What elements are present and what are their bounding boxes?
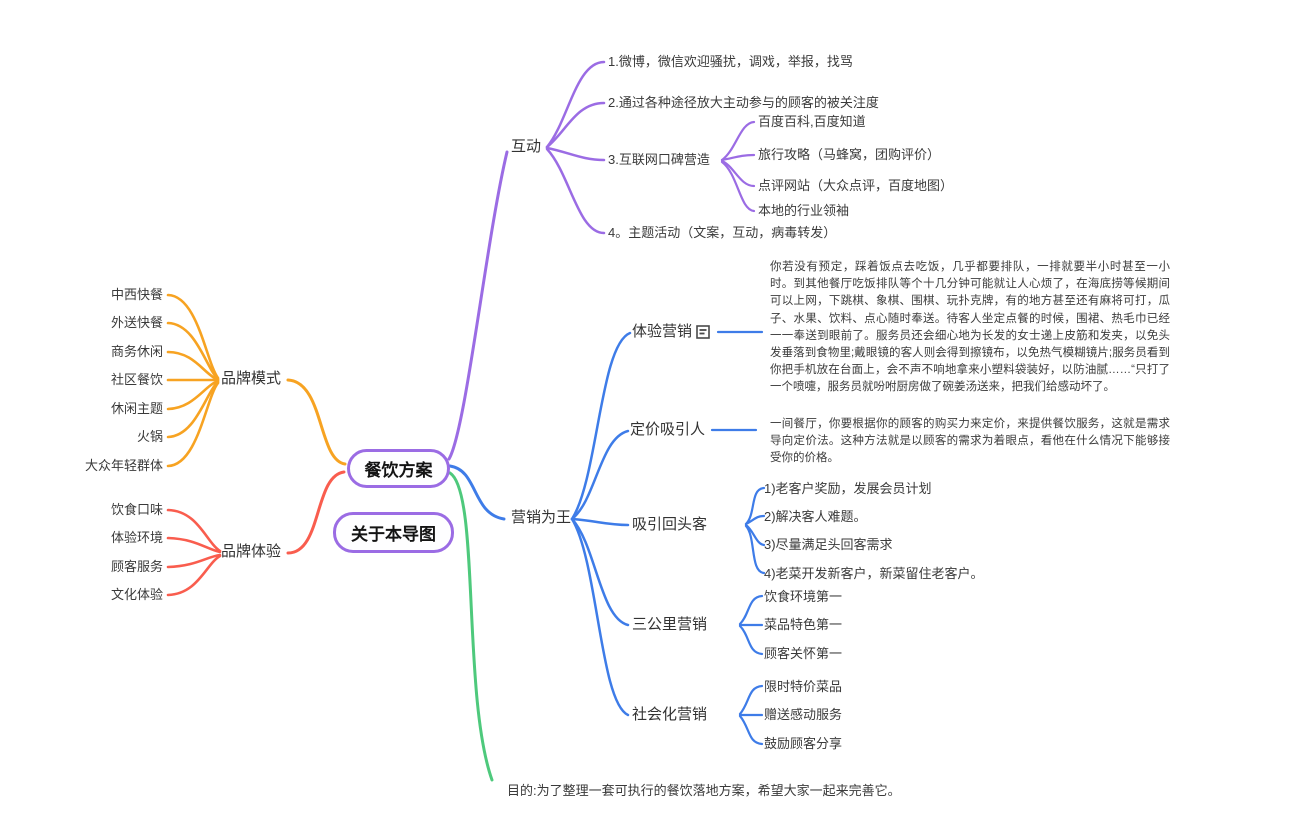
brand-mode-child[interactable]: 外送快餐 xyxy=(110,315,163,330)
repeat-customers-label[interactable]: 吸引回头客 xyxy=(632,516,708,533)
brand-mode-child[interactable]: 大众年轻群体 xyxy=(84,458,163,473)
experience-marketing-label[interactable]: 体验营销 xyxy=(632,323,693,340)
brand-experience-child[interactable]: 饮食口味 xyxy=(110,502,163,517)
reputation-child[interactable]: 旅行攻略（马蜂窝，团购评价） xyxy=(758,147,941,162)
repeat-customers-child[interactable]: 3)尽量满足头回客需求 xyxy=(764,537,893,552)
marketing-label[interactable]: 营销为王 xyxy=(511,509,572,526)
social-marketing-child[interactable]: 赠送感动服务 xyxy=(764,707,843,722)
purpose-label[interactable]: 目的:为了整理一套可执行的餐饮落地方案，希望大家一起来完善它。 xyxy=(507,783,901,798)
brand-mode-label[interactable]: 品牌模式 xyxy=(221,370,282,387)
repeat-customers-child[interactable]: 4)老菜开发新客户，新菜留住老客户。 xyxy=(764,566,984,581)
three-km-child[interactable]: 菜品特色第一 xyxy=(764,617,843,632)
root-node[interactable]: 餐饮方案 xyxy=(347,449,450,488)
interaction-item[interactable]: 1.微博，微信欢迎骚扰，调戏，举报，找骂 xyxy=(608,54,853,69)
social-marketing-label[interactable]: 社会化营销 xyxy=(632,706,708,723)
note-icon[interactable] xyxy=(696,325,710,339)
about-node[interactable]: 关于本导图 xyxy=(333,512,454,553)
interaction-item[interactable]: 2.通过各种途径放大主动参与的顾客的被关注度 xyxy=(608,95,879,110)
brand-mode-child[interactable]: 商务休闲 xyxy=(110,344,163,359)
social-marketing-child[interactable]: 鼓励顾客分享 xyxy=(764,736,843,751)
pricing-note[interactable]: 一间餐厅，你要根据你的顾客的购买力来定价，来提供餐饮服务，这就是需求导向定价法。… xyxy=(770,418,1170,465)
three-km-label[interactable]: 三公里营销 xyxy=(632,616,708,633)
interaction-item[interactable]: 4。主题活动（文案，互动，病毒转发） xyxy=(608,225,837,240)
reputation-child[interactable]: 点评网站（大众点评，百度地图） xyxy=(758,178,954,193)
brand-mode-child[interactable]: 火锅 xyxy=(136,429,163,444)
experience-marketing-note[interactable]: 你若没有预定，踩着饭点去吃饭，几乎都要排队，一排就要半小时甚至一小时。到其他餐厅… xyxy=(770,261,1170,394)
interaction-label[interactable]: 互动 xyxy=(511,138,542,155)
pricing-label[interactable]: 定价吸引人 xyxy=(630,421,706,438)
three-km-child[interactable]: 饮食环境第一 xyxy=(764,589,843,604)
repeat-customers-child[interactable]: 2)解决客人难题。 xyxy=(764,509,867,524)
social-marketing-child[interactable]: 限时特价菜品 xyxy=(764,679,843,694)
three-km-child[interactable]: 顾客关怀第一 xyxy=(764,646,843,661)
brand-mode-child[interactable]: 中西快餐 xyxy=(110,287,163,302)
brand-mode-child[interactable]: 休闲主题 xyxy=(110,401,163,416)
brand-experience-label[interactable]: 品牌体验 xyxy=(221,543,282,560)
brand-mode-child[interactable]: 社区餐饮 xyxy=(110,372,163,387)
interaction-item-reputation[interactable]: 3.互联网口碑营造 xyxy=(608,152,710,167)
brand-experience-child[interactable]: 顾客服务 xyxy=(110,559,163,574)
note-icon-glyph xyxy=(696,325,710,339)
brand-experience-child[interactable]: 文化体验 xyxy=(110,587,163,602)
repeat-customers-child[interactable]: 1)老客户奖励，发展会员计划 xyxy=(764,481,932,496)
reputation-child[interactable]: 本地的行业领袖 xyxy=(758,203,850,218)
brand-experience-child[interactable]: 体验环境 xyxy=(110,530,163,545)
reputation-child[interactable]: 百度百科,百度知道 xyxy=(758,114,866,129)
